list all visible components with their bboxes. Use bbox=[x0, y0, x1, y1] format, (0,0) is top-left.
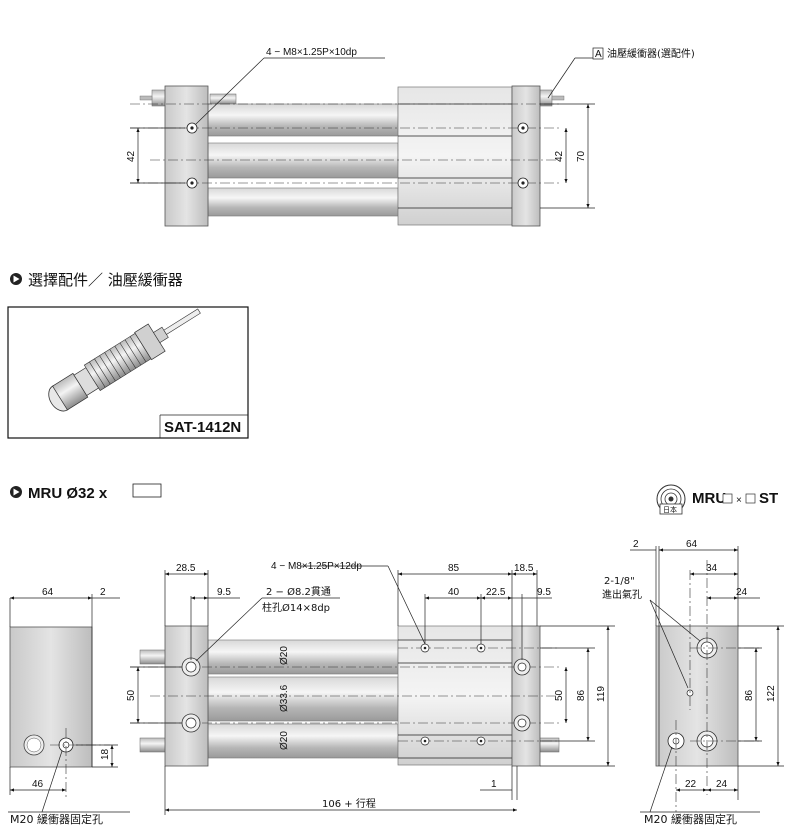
dim-42-left: 42 bbox=[126, 150, 137, 162]
guide-rod-upper bbox=[207, 639, 399, 675]
thread-callout: 4 − M8×1.25P×10dp bbox=[266, 47, 357, 58]
piston-rod bbox=[207, 676, 399, 722]
accessory-model: SAT-1412N bbox=[164, 419, 241, 436]
dim-50-right: 50 bbox=[554, 689, 565, 701]
legend-prefix: MRU bbox=[692, 490, 726, 507]
dim-64: 64 bbox=[42, 587, 54, 598]
options-section: 選擇配件／ 油壓緩衝器 SAT-1412N bbox=[7, 271, 249, 439]
dim-24-top: 24 bbox=[736, 587, 748, 598]
dim-122: 122 bbox=[766, 685, 777, 702]
dim-22: 22 bbox=[685, 779, 697, 790]
end-plate-left bbox=[164, 85, 209, 227]
dim-50-left: 50 bbox=[126, 689, 137, 701]
dim-34: 34 bbox=[706, 563, 718, 574]
dim-22-5: 22.5 bbox=[486, 587, 506, 598]
dim-40: 40 bbox=[448, 587, 460, 598]
top-view: 4 − M8×1.25P×10dp A 油壓緩衝器(選配件) 42 42 70 bbox=[126, 47, 695, 227]
left-end-view: 64 2 18 46 M20 緩衝器固定孔 bbox=[8, 587, 130, 826]
bore-callout-1: 2 − Ø8.2貫通 bbox=[266, 586, 331, 598]
shock-absorber-icon bbox=[48, 308, 201, 412]
dim-9-5-right: 9.5 bbox=[537, 587, 551, 598]
right-end-view: 2 64 34 24 2-1/8" 進出氣孔 86 122 22 24 M20 … bbox=[602, 539, 784, 826]
rod-label-top: Ø20 bbox=[279, 646, 290, 665]
dim-85: 85 bbox=[448, 563, 460, 574]
options-title: 選擇配件／ 油壓緩衝器 bbox=[28, 271, 183, 289]
product-emblem-icon: 日本 bbox=[656, 484, 686, 515]
dim-2: 2 bbox=[100, 587, 106, 598]
thread-callout-front: 4 − M8×1.25P×12dp bbox=[271, 561, 362, 572]
dim-86: 86 bbox=[576, 689, 587, 701]
mru-title: MRU Ø32 x bbox=[28, 485, 108, 502]
mru-header: MRU Ø32 x 日本 MRU × ST bbox=[10, 483, 778, 515]
dim-9-5-left: 9.5 bbox=[217, 587, 231, 598]
dim-18-5: 18.5 bbox=[514, 563, 534, 574]
dim-86-right: 86 bbox=[744, 689, 755, 701]
option-box-letter: A bbox=[595, 49, 602, 60]
dim-24-bot: 24 bbox=[716, 779, 728, 790]
hole-label-left: M20 緩衝器固定孔 bbox=[10, 812, 103, 826]
mount-hole-icon bbox=[186, 122, 529, 189]
bore-callout-2: 柱孔Ø14×8dp bbox=[262, 601, 330, 614]
shock-absorber-right bbox=[537, 89, 565, 107]
stroke-input-box bbox=[132, 483, 162, 498]
dim-42-right: 42 bbox=[554, 150, 565, 162]
end-plate-side bbox=[9, 626, 93, 768]
dim-1: 1 bbox=[491, 779, 497, 790]
rod-label-mid: Ø33.6 bbox=[279, 684, 290, 712]
port-label-2: 進出氣孔 bbox=[602, 588, 642, 601]
dim-stroke: 106 + 行程 bbox=[322, 797, 376, 810]
legend-times: × bbox=[736, 495, 742, 506]
cylinder-body bbox=[397, 625, 513, 766]
legend-suffix: ST bbox=[759, 490, 778, 507]
dim-119: 119 bbox=[596, 686, 607, 702]
dim-18: 18 bbox=[100, 748, 111, 760]
dim-70: 70 bbox=[576, 150, 587, 162]
cylinder-body bbox=[397, 86, 513, 226]
front-view: Ø20 Ø33.6 Ø20 28.5 9.5 85 18.5 40 22.5 9… bbox=[126, 561, 615, 815]
hole-label-right: M20 緩衝器固定孔 bbox=[644, 812, 737, 826]
dim-64-right: 64 bbox=[686, 539, 698, 550]
guide-rod-upper bbox=[207, 103, 399, 137]
svg-text:日本: 日本 bbox=[663, 505, 677, 514]
port-label-1: 2-1/8" bbox=[604, 576, 635, 587]
end-plate-right bbox=[511, 85, 541, 227]
piston-rod bbox=[207, 142, 399, 179]
thread-hole-icon bbox=[420, 643, 486, 746]
guide-rod-lower bbox=[207, 187, 399, 217]
option-callout: 油壓緩衝器(選配件) bbox=[607, 47, 695, 60]
dim-28-5: 28.5 bbox=[176, 563, 196, 574]
rod-label-bot: Ø20 bbox=[279, 731, 290, 750]
dim-46: 46 bbox=[32, 779, 44, 790]
mount-hole-icon bbox=[181, 657, 531, 733]
guide-rod-lower bbox=[207, 723, 399, 759]
dim-2-right: 2 bbox=[633, 539, 639, 550]
